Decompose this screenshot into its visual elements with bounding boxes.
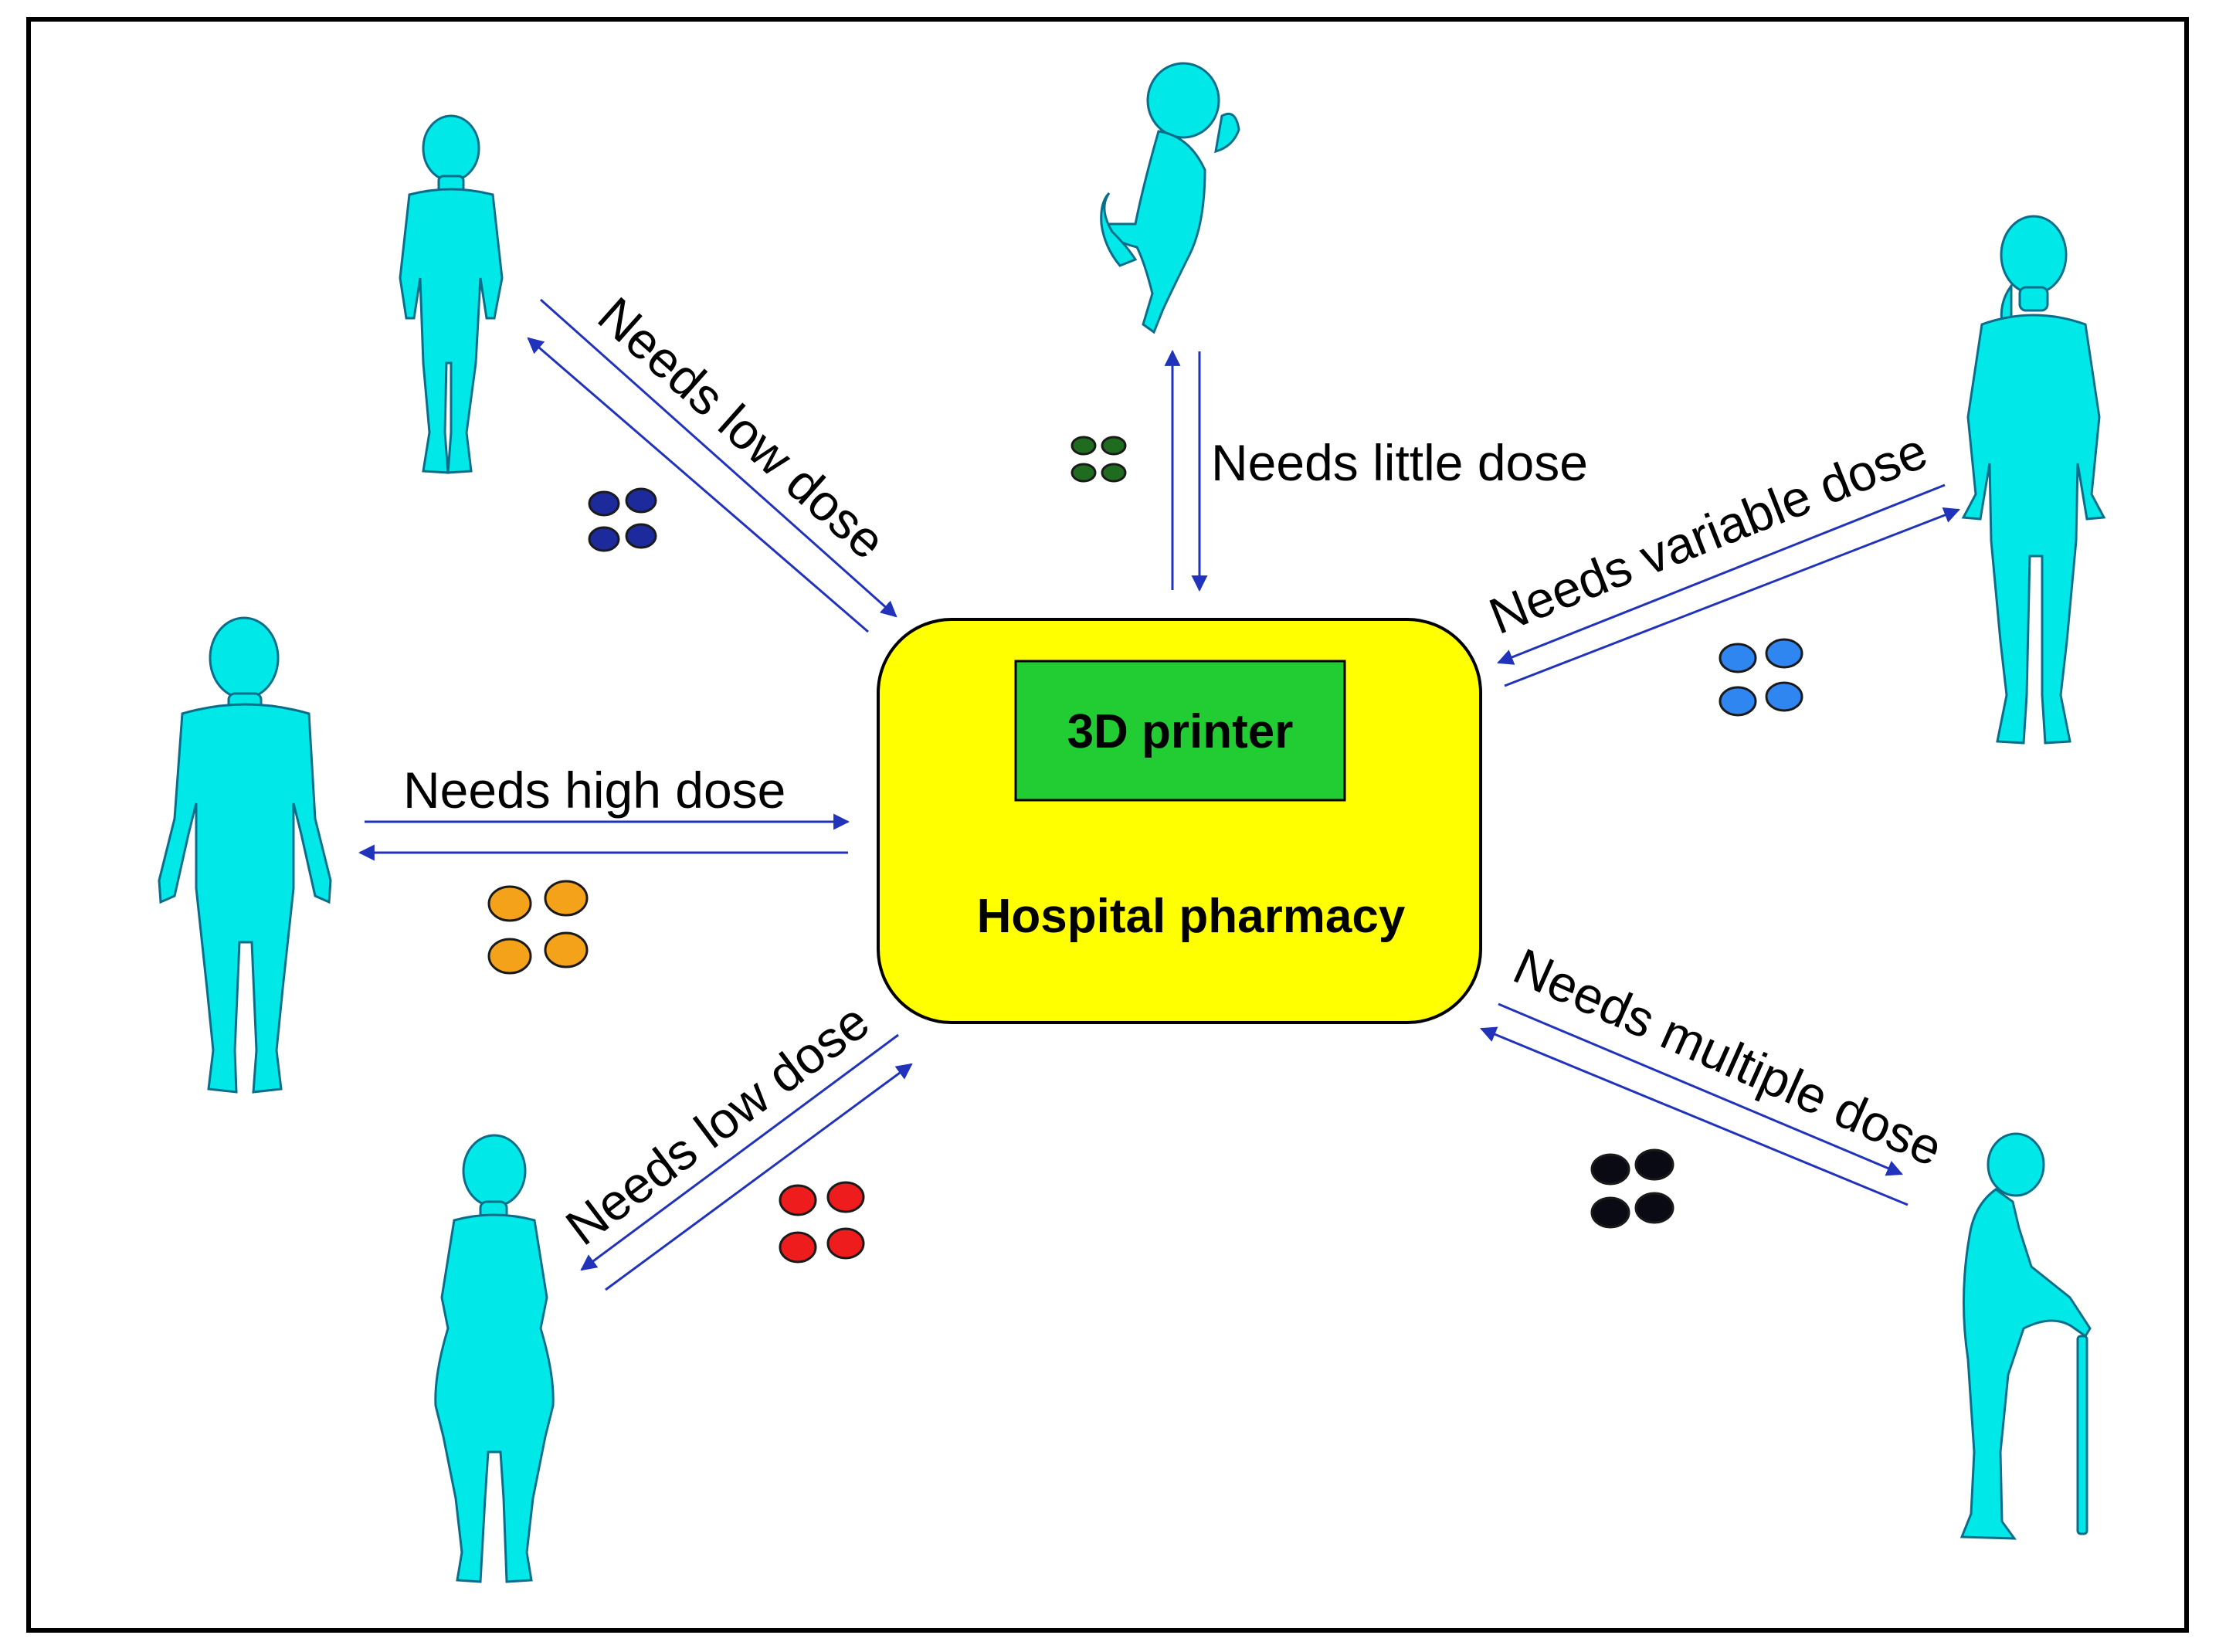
pill xyxy=(1590,1196,1630,1229)
arrow-to-patient xyxy=(580,1033,899,1271)
link-elder-multiple-dose: Needs multiple dose xyxy=(1480,937,1951,1229)
pill xyxy=(625,487,657,514)
pill xyxy=(1634,1192,1674,1224)
pill xyxy=(588,526,620,552)
arrow-to-pharmacy xyxy=(1480,1026,1909,1206)
pill-group xyxy=(1590,1148,1674,1229)
pill xyxy=(544,880,589,917)
link-label: Needs multiple dose xyxy=(1505,937,1950,1177)
infant-figure-icon xyxy=(1100,62,1240,334)
woman-figure-icon xyxy=(1961,215,2106,745)
arrow-to-patient xyxy=(1498,1002,1903,1176)
arrow-to-pharmacy xyxy=(1497,483,1946,665)
pill xyxy=(1070,463,1097,483)
arrow-to-patient xyxy=(1504,507,1960,687)
pill-group xyxy=(588,487,657,552)
pill xyxy=(487,885,532,922)
link-label: Needs little dose xyxy=(1211,434,1588,491)
pill xyxy=(625,523,657,549)
pill-group xyxy=(487,880,589,975)
elder-with-cane-icon xyxy=(1959,1132,2092,1540)
pill xyxy=(1070,436,1097,456)
pill xyxy=(779,1184,817,1216)
diagram-frame xyxy=(26,17,2189,1633)
pill xyxy=(588,490,620,517)
link-child-low-dose: Needs low dose xyxy=(527,286,897,633)
pill xyxy=(826,1181,865,1213)
arrow-to-pharmacy xyxy=(605,1063,913,1291)
pill xyxy=(1634,1148,1674,1181)
pill xyxy=(1590,1153,1630,1186)
3d-printer-box xyxy=(1014,660,1346,802)
3d-printer-label: 3D printer xyxy=(1067,705,1294,758)
man-figure-icon xyxy=(158,616,332,1094)
link-woman-low-dose: Needs low dose xyxy=(555,992,913,1291)
pill-group xyxy=(1719,638,1803,717)
hospital-pharmacy-label: Hospital pharmacy xyxy=(977,890,1406,943)
pill xyxy=(1719,686,1757,717)
pill xyxy=(487,938,532,975)
pill xyxy=(544,931,589,968)
pill xyxy=(1719,643,1757,673)
link-label: Needs high dose xyxy=(403,762,785,819)
cane xyxy=(2076,1335,2088,1535)
link-infant-little-dose: Needs little dose xyxy=(1070,349,1588,592)
link-man-high-dose: Needs high dose xyxy=(358,762,850,975)
pill xyxy=(1101,436,1127,456)
pill xyxy=(779,1231,817,1264)
pill xyxy=(1101,463,1127,483)
woman-figure-icon xyxy=(434,1134,555,1583)
pill-group xyxy=(779,1181,865,1264)
pill-group xyxy=(1070,436,1127,483)
pill xyxy=(826,1227,865,1260)
arrow-to-pharmacy xyxy=(540,298,897,618)
pill xyxy=(1765,681,1803,712)
arrow-to-patient xyxy=(527,337,869,633)
pill xyxy=(1765,638,1803,669)
child-figure-icon xyxy=(399,114,504,474)
